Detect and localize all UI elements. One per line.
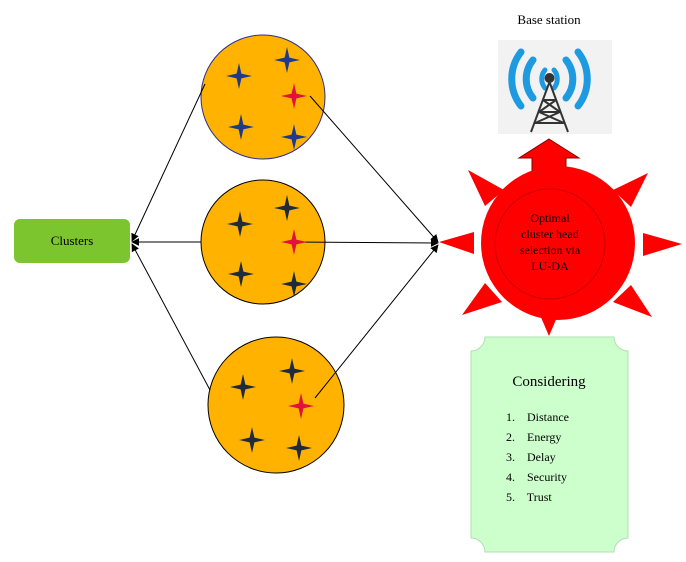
sun-text-line-3: selection via (520, 243, 581, 257)
lu-da-circle (494, 188, 606, 300)
cluster-circle-bottom (207, 336, 345, 474)
sun-text-line-2: cluster head (521, 227, 579, 241)
clusters-box (14, 219, 130, 263)
considering-box (470, 336, 629, 553)
considering-item-distance: 1. Distance (506, 410, 569, 424)
considering-item-energy: 2. Energy (506, 430, 561, 444)
considering-title: Considering (512, 374, 586, 390)
base-station-tower-icon (498, 40, 612, 134)
considering-item-delay: 3. Delay (506, 450, 556, 464)
cluster-to-box-arrows (131, 83, 211, 391)
sun-text-line-1: Optimal (530, 211, 570, 225)
clusters-label: Clusters (51, 233, 94, 248)
considering-list: 1. Distance 2. Energy 3. Delay 4. Securi… (506, 410, 569, 504)
sun-text: Optimal cluster head selection via LU-DA (520, 211, 581, 273)
cluster-circle-top (200, 34, 326, 160)
sun-text-line-4: LU-DA (531, 259, 569, 273)
head-to-sun-arrows (293, 95, 439, 399)
base-station-label: Base station (517, 12, 581, 27)
considering-item-security: 4. Security (506, 470, 567, 484)
considering-item-trust: 5. Trust (506, 490, 552, 504)
